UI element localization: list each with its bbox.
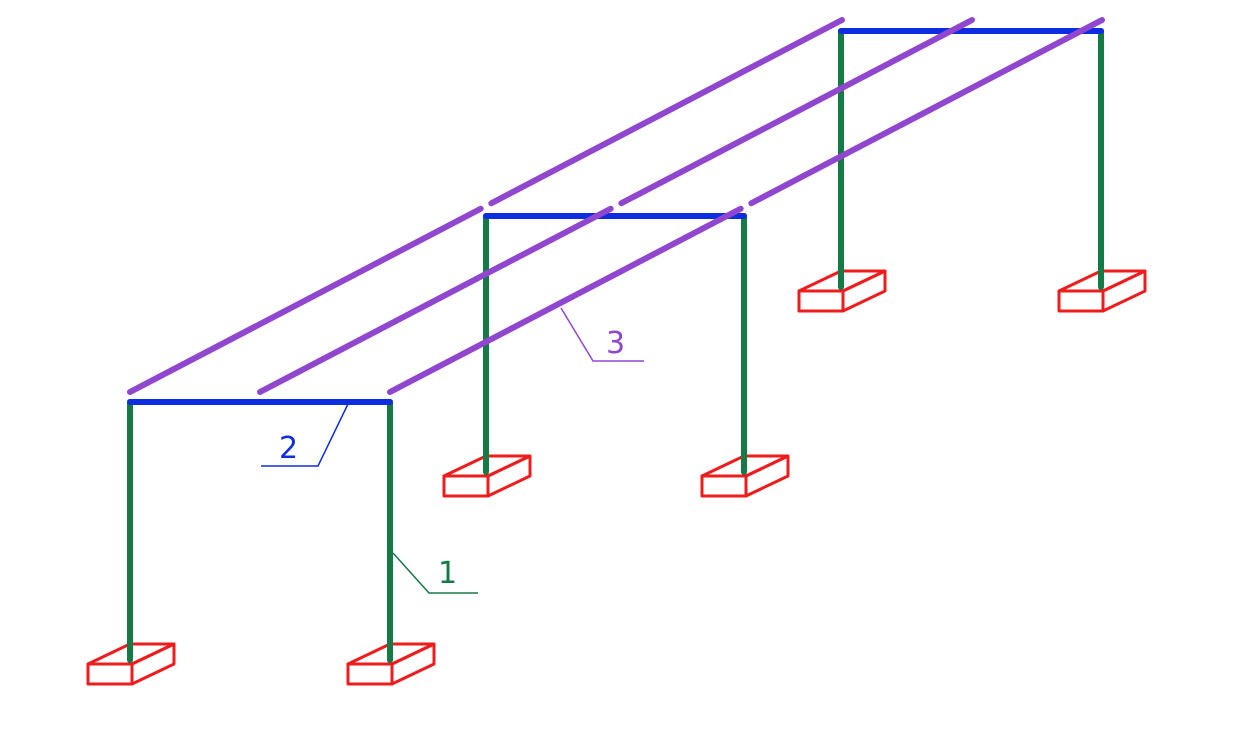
purlin-label-leader [560, 307, 644, 362]
labels-group: 1 2 3 [279, 326, 625, 591]
purlin-3-segment-1 [387, 205, 744, 395]
beam-label: 2 [279, 431, 298, 466]
beam-label-leader [261, 403, 349, 467]
purlin-1-segment-2 [488, 17, 845, 207]
column-label-leader [392, 552, 478, 594]
beams-group [127, 28, 1104, 405]
purlin-1-segment-1 [127, 205, 484, 395]
leaders-group [261, 307, 644, 594]
footing-2 [346, 642, 436, 686]
purlins-group [127, 17, 1105, 395]
purlin-2-segment-1 [257, 205, 614, 395]
footing-4 [700, 454, 790, 498]
footing-3 [442, 454, 532, 498]
footing-1 [86, 642, 176, 686]
column-label: 1 [438, 556, 457, 591]
purlin-label: 3 [606, 326, 625, 361]
footing-6 [1057, 269, 1147, 313]
footings-group [86, 269, 1147, 686]
footing-5 [797, 269, 887, 313]
purlin-3-segment-2 [748, 17, 1105, 207]
purlin-2-segment-2 [618, 17, 975, 207]
